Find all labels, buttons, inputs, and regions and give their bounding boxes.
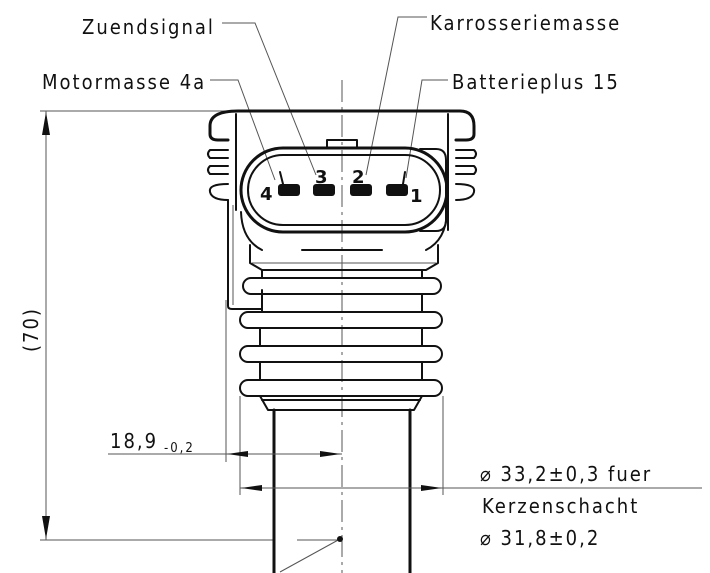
dim-kerzenschacht: Kerzenschacht	[482, 494, 639, 518]
connector-head: 4 3 2 1	[207, 109, 477, 271]
label-batterieplus: Batterieplus 15	[452, 70, 620, 94]
reference-point	[337, 536, 343, 542]
pin-contacts	[278, 171, 408, 196]
dim-dia-inner: ⌀ 31,8±0,2	[480, 526, 600, 550]
arrow-down-icon	[42, 516, 50, 539]
leader-zuendsignal	[222, 22, 317, 176]
pin-label-2: 2	[352, 167, 365, 188]
dim-diameter: ⌀ 33,2±0,3 fuer Kerzenschacht ⌀ 31,8±0,2	[240, 462, 702, 550]
pin-label-1: 1	[410, 186, 423, 207]
label-zuendsignal: Zuendsignal	[82, 15, 215, 39]
label-karosseriemasse: Karrosseriemasse	[430, 11, 621, 35]
pin-label-3: 3	[315, 167, 328, 188]
dim-width-18-9: 18,9 -0,2	[108, 429, 342, 457]
bellows	[239, 269, 443, 411]
leader-karosseriemasse	[365, 16, 427, 176]
dim-width-value: 18,9	[110, 429, 158, 453]
label-motormasse: Motormasse 4a	[42, 70, 206, 94]
arrow-up-icon	[42, 112, 50, 135]
leader-batterieplus	[405, 79, 448, 179]
coil-shaft	[272, 408, 412, 573]
leader-lines	[210, 16, 448, 181]
leader-motormasse	[210, 79, 276, 181]
dim-dia-outer: ⌀ 33,2±0,3 fuer	[480, 462, 652, 486]
dim-overall-height: (70)	[19, 307, 43, 352]
side-clip	[227, 199, 263, 310]
pin-label-4: 4	[260, 184, 273, 205]
dim-width-tolerance: -0,2	[164, 441, 195, 456]
